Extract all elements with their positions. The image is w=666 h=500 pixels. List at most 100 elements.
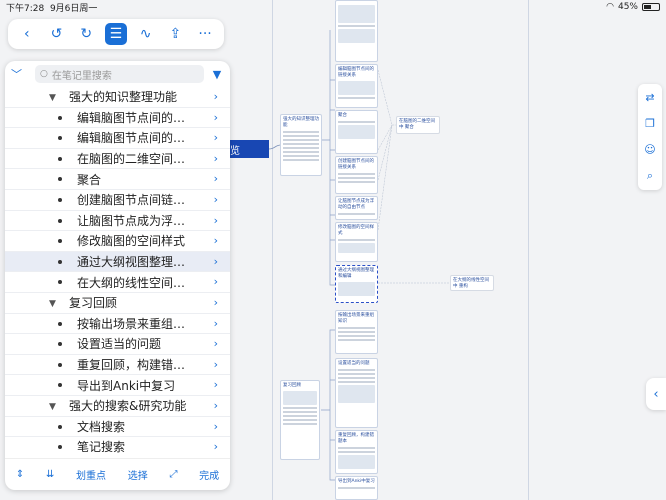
outline-row[interactable]: ▼ 复习回顾 › — [5, 293, 230, 314]
chevron-right-icon[interactable]: › — [213, 398, 218, 412]
chevron-right-icon[interactable]: › — [213, 419, 218, 433]
outline-row[interactable]: 设置适当的问题 › — [5, 334, 230, 355]
chevron-right-icon[interactable]: › — [213, 192, 218, 206]
expand-icon[interactable]: ⤢ — [169, 469, 178, 480]
outline-row-label: 复习回顾 — [69, 296, 118, 311]
mindmap-node[interactable]: 强大的知识整理功能 — [280, 114, 322, 176]
outline-row-label: 创建脑图节点间链… — [77, 193, 186, 208]
pen-icon[interactable]: ∿ — [139, 26, 152, 42]
disclosure-triangle-icon[interactable]: ▼ — [49, 298, 56, 309]
outline-row[interactable]: 让脑图节点成为浮… › — [5, 211, 230, 232]
outline-row[interactable]: 导出到Anki中复习› — [5, 375, 230, 396]
mindmap-node[interactable]: 让脑图节点成为浮动的自由节点 — [335, 196, 378, 220]
status-date: 9月6日周一 — [49, 3, 98, 14]
outline-row[interactable]: 创建脑图节点间链… › — [5, 190, 230, 211]
outline-row[interactable]: 在脑图的二维空间…› — [5, 149, 230, 170]
wifi-icon: ◠ — [606, 2, 614, 12]
more-icon[interactable]: ··· — [198, 26, 212, 42]
outline-row[interactable]: 聚合› — [5, 169, 230, 190]
chevron-right-icon[interactable]: › — [213, 254, 218, 268]
central-topic-node[interactable]: 览 — [217, 140, 269, 158]
outline-row-label: 设置适当的问题 — [77, 337, 162, 352]
bullet-icon — [58, 362, 62, 367]
done-button[interactable]: 完成 — [199, 471, 220, 482]
top-toolbar: ‹ ↺ ↻ ☰ ∿ ⇪ ··· — [8, 19, 224, 49]
outline-row-label: 编辑脑图节点间的… — [77, 131, 186, 146]
right-tool-panel: ⇄ ❐ ☺ ⌕ — [638, 84, 662, 190]
filter-icon[interactable]: ▼ — [212, 67, 222, 81]
outline-row[interactable]: 编辑脑图节点间的… › — [5, 128, 230, 149]
collapse-chevron-icon[interactable]: ﹀ — [11, 68, 22, 81]
chevron-right-icon[interactable]: › — [213, 151, 218, 165]
bullet-icon — [58, 177, 62, 182]
outline-row[interactable]: 在大纲的线性空间…› — [5, 272, 230, 293]
chevron-right-icon[interactable]: › — [213, 172, 218, 186]
mindmap-node-selected[interactable]: 通过大纲视图整理和编辑 — [335, 265, 378, 303]
chevron-right-icon[interactable]: › — [213, 440, 218, 454]
chevron-right-icon[interactable]: › — [213, 275, 218, 289]
mindmap-node[interactable]: 设置适当的问题 — [335, 358, 378, 428]
mindmap-node[interactable]: 重复回顾，构建错题本 — [335, 430, 378, 474]
chevron-right-icon[interactable]: › — [213, 110, 218, 124]
outline-row-label: 让脑图节点成为浮… — [77, 213, 186, 228]
search-input[interactable]: ○ 在笔记里搜索 — [35, 65, 204, 83]
outline-row[interactable]: ▼ 强大的搜索&研究功能 › — [5, 396, 230, 417]
search-icon[interactable]: ⌕ — [646, 169, 654, 183]
outline-row-label: 强大的搜索&研究功能 — [69, 399, 187, 414]
chevron-right-icon[interactable]: › — [213, 316, 218, 330]
bullet-icon — [58, 342, 62, 347]
mindmap-node[interactable]: 编辑脑图节点间的链接关系 — [335, 64, 378, 108]
mindmap-node[interactable]: 创建脑图节点间的链接关系 — [335, 156, 378, 194]
chevron-right-icon[interactable]: › — [213, 234, 218, 248]
mindmap-node[interactable]: 聚合 — [335, 110, 378, 154]
chevron-right-icon[interactable]: › — [213, 131, 218, 145]
highlight-button[interactable]: 划重点 — [76, 471, 107, 482]
expand-panel-chevron-icon[interactable]: ‹ — [646, 378, 666, 410]
outline-row[interactable]: 笔记搜索› — [5, 437, 230, 457]
bullet-icon — [58, 115, 62, 120]
mindmap-node[interactable]: 复习回顾 — [280, 380, 320, 460]
mindmap-node[interactable] — [335, 0, 378, 62]
floating-node[interactable]: 在大纲的线性空间中 重构 — [450, 275, 494, 291]
outline-row[interactable]: 重复回顾，构建错…› — [5, 355, 230, 376]
outline-row[interactable]: 通过大纲视图整理…› — [5, 251, 230, 273]
copy-icon[interactable]: ❐ — [645, 116, 655, 130]
chevron-right-icon[interactable]: › — [213, 295, 218, 309]
chevron-right-icon[interactable]: › — [213, 357, 218, 371]
canvas-guide-line — [528, 0, 529, 500]
sort-icon[interactable]: ⇊ — [45, 469, 55, 480]
outline-row[interactable]: 文档搜索› — [5, 417, 230, 438]
bullet-icon — [58, 424, 62, 429]
mindmap-node[interactable]: 导出到Anki中复习 — [335, 476, 378, 500]
select-button[interactable]: 选择 — [127, 471, 148, 482]
chevron-right-icon[interactable]: › — [213, 337, 218, 351]
floating-node[interactable]: 在脑图的二维空间中 聚合 — [396, 116, 440, 134]
outline-list: ▼强大的知识整理功能›编辑脑图节点间的…›编辑脑图节点间的…›在脑图的二维空间…… — [5, 87, 230, 457]
emoji-icon[interactable]: ☺ — [644, 143, 656, 157]
disclosure-triangle-icon[interactable]: ▼ — [49, 93, 56, 103]
outline-row[interactable]: 修改脑图的空间样式› — [5, 231, 230, 252]
chevron-right-icon[interactable]: › — [213, 378, 218, 392]
canvas-guide-line — [272, 0, 273, 500]
translate-icon[interactable]: ⇄ — [645, 90, 655, 104]
outline-row[interactable]: 按输出场景来重组…› — [5, 314, 230, 335]
bullet-icon — [58, 197, 62, 202]
chevron-right-icon[interactable]: › — [213, 90, 218, 103]
chevron-right-icon[interactable]: › — [213, 213, 218, 227]
bullet-icon — [58, 259, 62, 264]
disclosure-triangle-icon[interactable]: ▼ — [49, 401, 56, 412]
mindmap-node[interactable]: 修改脑图的空间样式 — [335, 222, 378, 262]
indent-icon[interactable]: ⇕ — [15, 469, 25, 480]
outline-row[interactable]: 编辑脑图节点间的…› — [5, 108, 230, 129]
redo-icon[interactable]: ↻ — [80, 26, 93, 42]
mindmap-node[interactable]: 按输出场景来重组知识 — [335, 310, 378, 354]
outline-row[interactable]: ▼强大的知识整理功能› — [5, 87, 230, 108]
outline-icon[interactable]: ☰ — [104, 23, 127, 45]
share-icon[interactable]: ⇪ — [169, 26, 182, 42]
bullet-icon — [58, 136, 62, 141]
back-icon[interactable]: ‹ — [24, 26, 30, 42]
bullet-icon — [58, 383, 62, 388]
undo-icon[interactable]: ↺ — [50, 26, 63, 42]
